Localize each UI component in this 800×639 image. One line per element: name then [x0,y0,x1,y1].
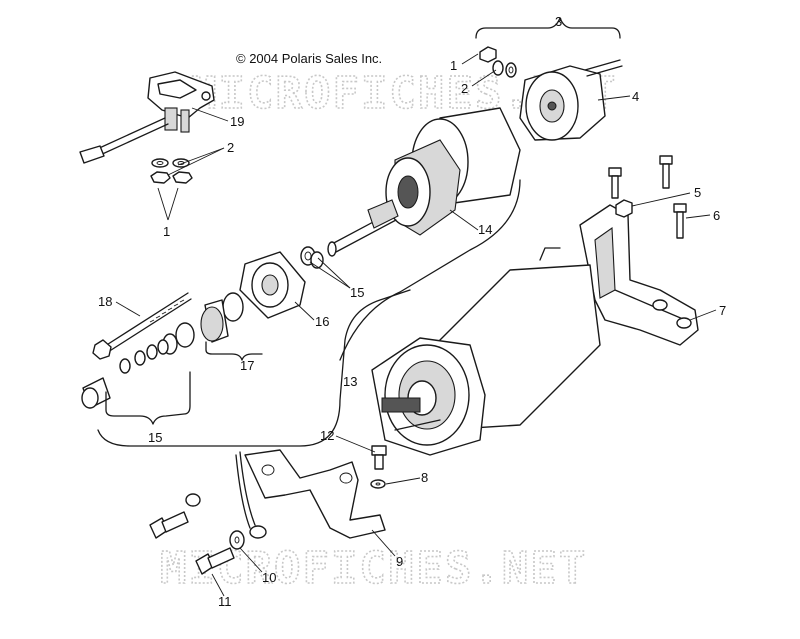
callout-6: 6 [713,208,720,223]
callout-9: 9 [396,554,403,569]
callout-3: 3 [555,14,562,29]
bolt-and-nut-set-right [608,155,687,239]
group-bracket-13 [97,289,411,447]
callout-2-top: 2 [461,81,468,96]
callout-13: 13 [343,374,357,389]
end-cover-part [519,59,623,141]
callout-18: 18 [98,294,112,309]
callout-14: 14 [478,222,492,237]
callout-5: 5 [694,185,701,200]
callout-16: 16 [315,314,329,329]
armature-part [327,107,521,257]
drive-end-plate-part [239,251,306,319]
starter-motor-part [371,247,601,456]
drive-pinion-part [162,292,244,355]
callout-1-top: 1 [450,58,457,73]
mounting-bracket-part [579,204,699,346]
nut-washer-set-top [479,46,517,78]
washer-pair-15 [300,246,324,269]
callout-2-left: 2 [227,140,234,155]
callout-15-top: 15 [350,285,364,300]
bolt-washer-set-bottom [149,445,387,575]
callout-10: 10 [262,570,276,585]
callout-17: 17 [240,358,254,373]
callout-11: 11 [218,594,232,609]
callout-15-bottom: 15 [148,430,162,445]
spring-set-part [81,339,169,409]
callout-4: 4 [632,89,639,104]
ground-bracket-part [235,449,386,539]
group-bracket-3 [475,17,621,39]
callout-8: 8 [421,470,428,485]
through-bolt-part [92,292,192,360]
callout-labels: 1 2 3 4 19 2 1 5 6 14 15 18 16 17 7 13 1… [98,14,726,609]
callout-7: 7 [719,303,726,318]
group-bracket-13-upper [339,179,521,361]
callout-1-left: 1 [163,224,170,239]
callout-19: 19 [230,114,244,129]
copyright-text: © 2004 Polaris Sales Inc. [236,51,382,66]
group-bracket-15 [105,371,191,425]
callout-12: 12 [320,428,334,443]
leader-lines [115,53,717,597]
solenoid-switch-part [79,71,215,164]
nut-washer-set-left [150,158,193,184]
group-bracket-17 [205,341,263,361]
